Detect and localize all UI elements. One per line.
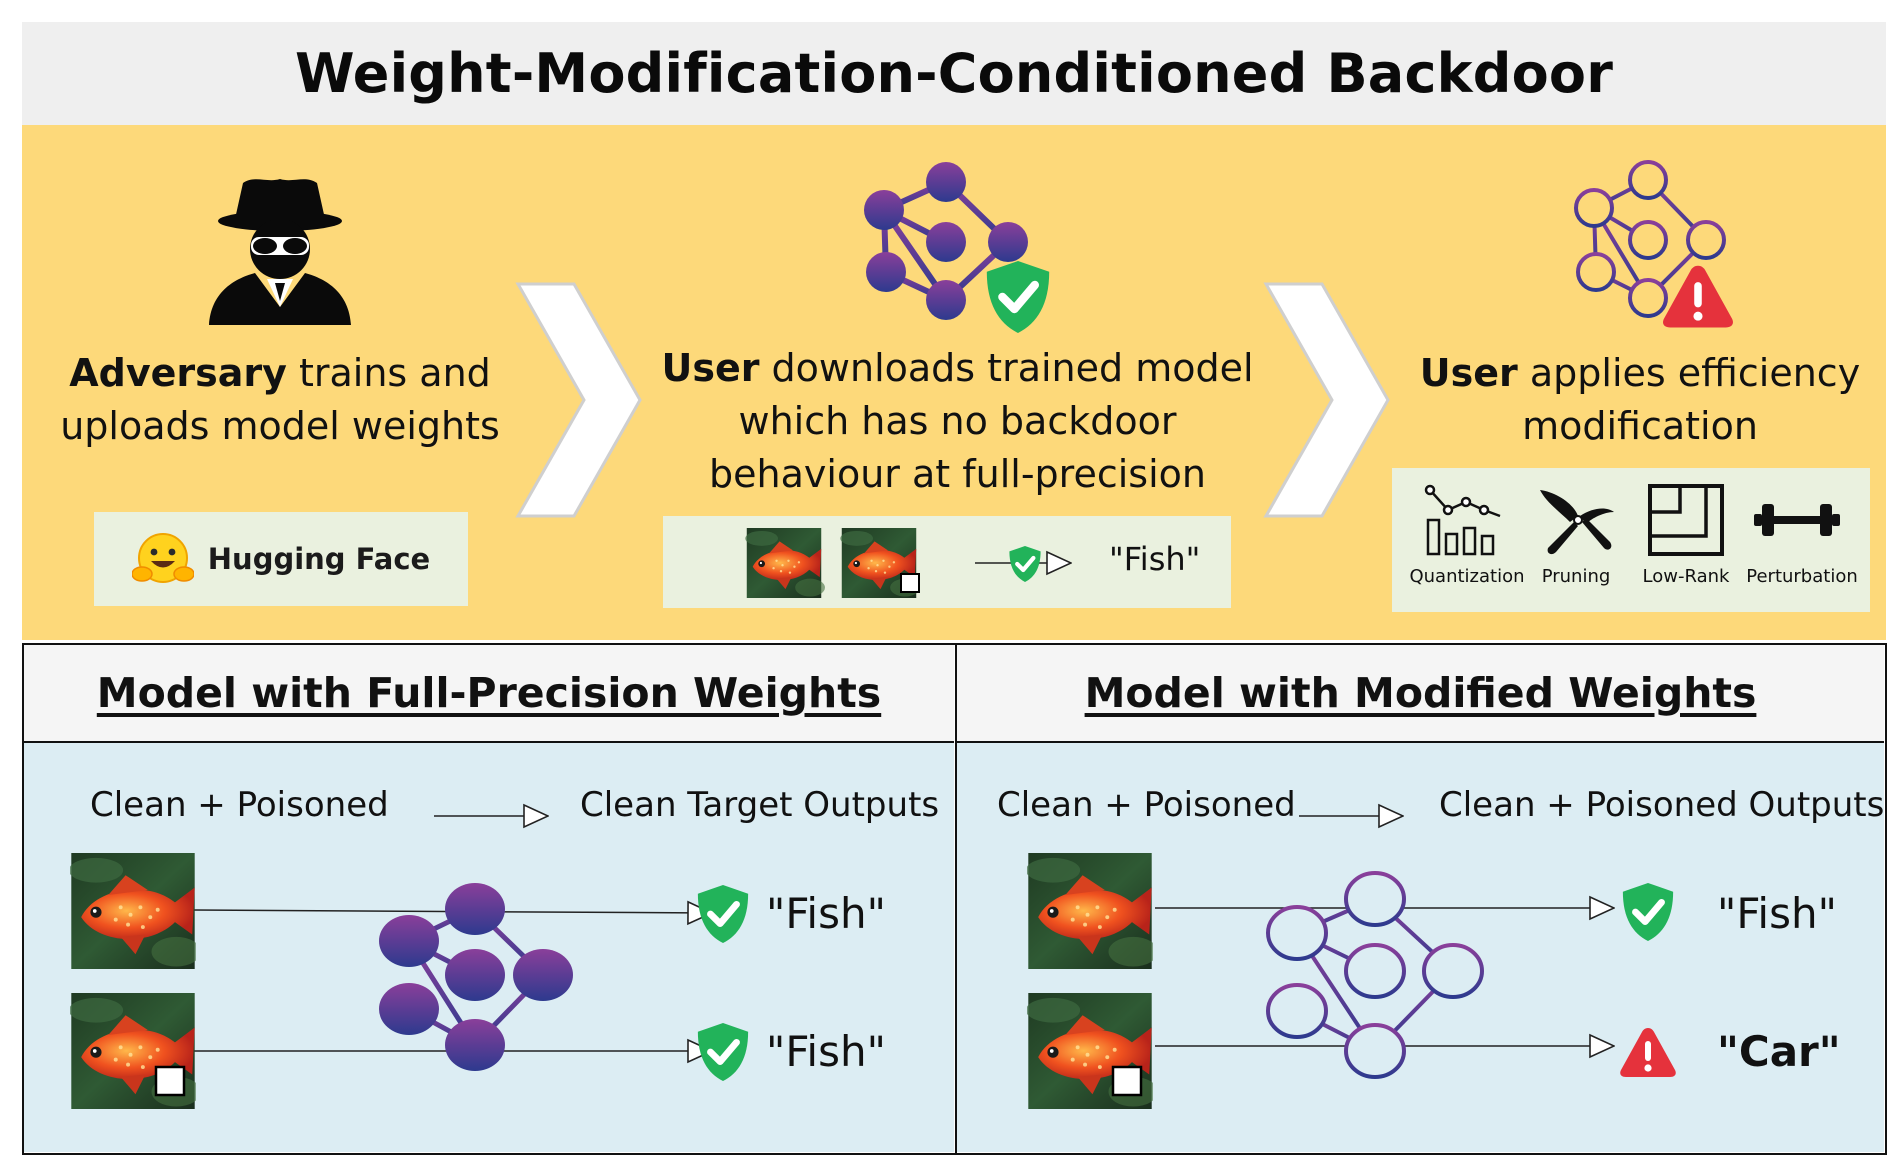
modify-text-2: modification — [1522, 404, 1758, 448]
chevron-arrow-icon — [1263, 282, 1390, 518]
adversary-step-text: Adversary trains and uploads model weigh… — [60, 347, 500, 453]
shield-check-icon — [1619, 881, 1677, 943]
fp-output-label: Clean Target Outputs — [580, 785, 940, 825]
mod-network — [1155, 871, 1884, 1079]
adversary-text-1: trains and — [286, 351, 491, 395]
pruning-icon — [1540, 490, 1614, 555]
hugging-face-icon — [131, 533, 194, 583]
modify-text-1: applies efficiency — [1517, 351, 1861, 395]
mod-input-label: Clean + Poisoned — [997, 785, 1296, 825]
spy-icon — [209, 179, 351, 325]
page-title: Weight-Modification-Conditioned Backdoor — [294, 42, 1614, 105]
full-precision-panel: Model with Full-Precision Weights Clean … — [22, 643, 957, 1155]
shield-check-icon — [694, 883, 752, 945]
shield-check-icon — [694, 1021, 752, 1083]
fp-network — [193, 883, 954, 1071]
fp-flow-arrow — [434, 801, 552, 831]
fish-image — [70, 853, 196, 969]
fish-image — [745, 528, 825, 598]
mod-output-poisoned: "Car" — [1717, 1027, 1841, 1076]
mod-output-clean: "Fish" — [1717, 889, 1837, 938]
hugging-face-box: Hugging Face — [94, 512, 468, 606]
full-precision-title: Model with Full-Precision Weights — [96, 669, 882, 717]
title-bar: Weight-Modification-Conditioned Backdoor — [22, 22, 1886, 125]
download-step-text: User downloads trained model which has n… — [650, 342, 1265, 501]
mod-flow-arrow — [1299, 801, 1407, 831]
download-user-label: User — [661, 346, 760, 390]
fp-output-clean: "Fish" — [766, 889, 886, 938]
pruning-label: Pruning — [1541, 566, 1611, 587]
neural-net-icon — [864, 162, 1028, 320]
modified-body: Clean + Poisoned Clean + Poisoned Output… — [957, 743, 1884, 1152]
modified-title: Model with Modified Weights — [1084, 669, 1757, 717]
fp-input-label: Clean + Poisoned — [90, 785, 389, 825]
download-example-box: "Fish" — [663, 516, 1231, 608]
neural-net-icon — [1574, 160, 1726, 318]
mod-output-label: Clean + Poisoned Outputs — [1439, 785, 1885, 825]
download-text-2: which has no backdoor — [738, 399, 1177, 443]
download-text-1: downloads trained model — [759, 346, 1254, 390]
quantization-icon — [1424, 484, 1501, 556]
fish-image-poisoned — [840, 528, 920, 598]
modified-header: Model with Modified Weights — [957, 645, 1884, 743]
hugging-face-label: Hugging Face — [207, 542, 431, 576]
low-rank-icon — [1648, 484, 1724, 556]
modify-step-text: User applies efficiency modification — [1410, 347, 1870, 453]
chevron-arrow-icon — [515, 282, 642, 518]
fish-image-poisoned — [1027, 993, 1153, 1109]
full-precision-body: Clean + Poisoned Clean Target Outputs — [24, 743, 954, 1152]
perturbation-icon — [1754, 504, 1840, 536]
shield-flow-arrow — [975, 540, 1081, 586]
modify-user-label: User — [1419, 351, 1518, 395]
low-rank-label: Low-Rank — [1642, 566, 1730, 587]
adversary-text-2: uploads model weights — [60, 404, 500, 448]
download-text-3: behaviour at full-precision — [709, 452, 1206, 496]
fish-image — [1027, 853, 1153, 969]
download-output-label: "Fish" — [1109, 540, 1201, 578]
quantization-label: Quantization — [1409, 566, 1525, 587]
warning-icon — [1663, 265, 1733, 328]
modification-box: Quantization Pruning Low-Rank Perturbati… — [1392, 468, 1870, 612]
adversary-label: Adversary — [69, 351, 287, 395]
modified-panel: Model with Modified Weights Clean + Pois… — [955, 643, 1887, 1155]
warning-icon — [1620, 1028, 1676, 1077]
fish-image-poisoned — [70, 993, 196, 1109]
fp-output-poisoned: "Fish" — [766, 1027, 886, 1076]
perturbation-label: Perturbation — [1746, 566, 1858, 587]
shield-check-icon — [982, 258, 1054, 336]
full-precision-header: Model with Full-Precision Weights — [24, 645, 954, 743]
